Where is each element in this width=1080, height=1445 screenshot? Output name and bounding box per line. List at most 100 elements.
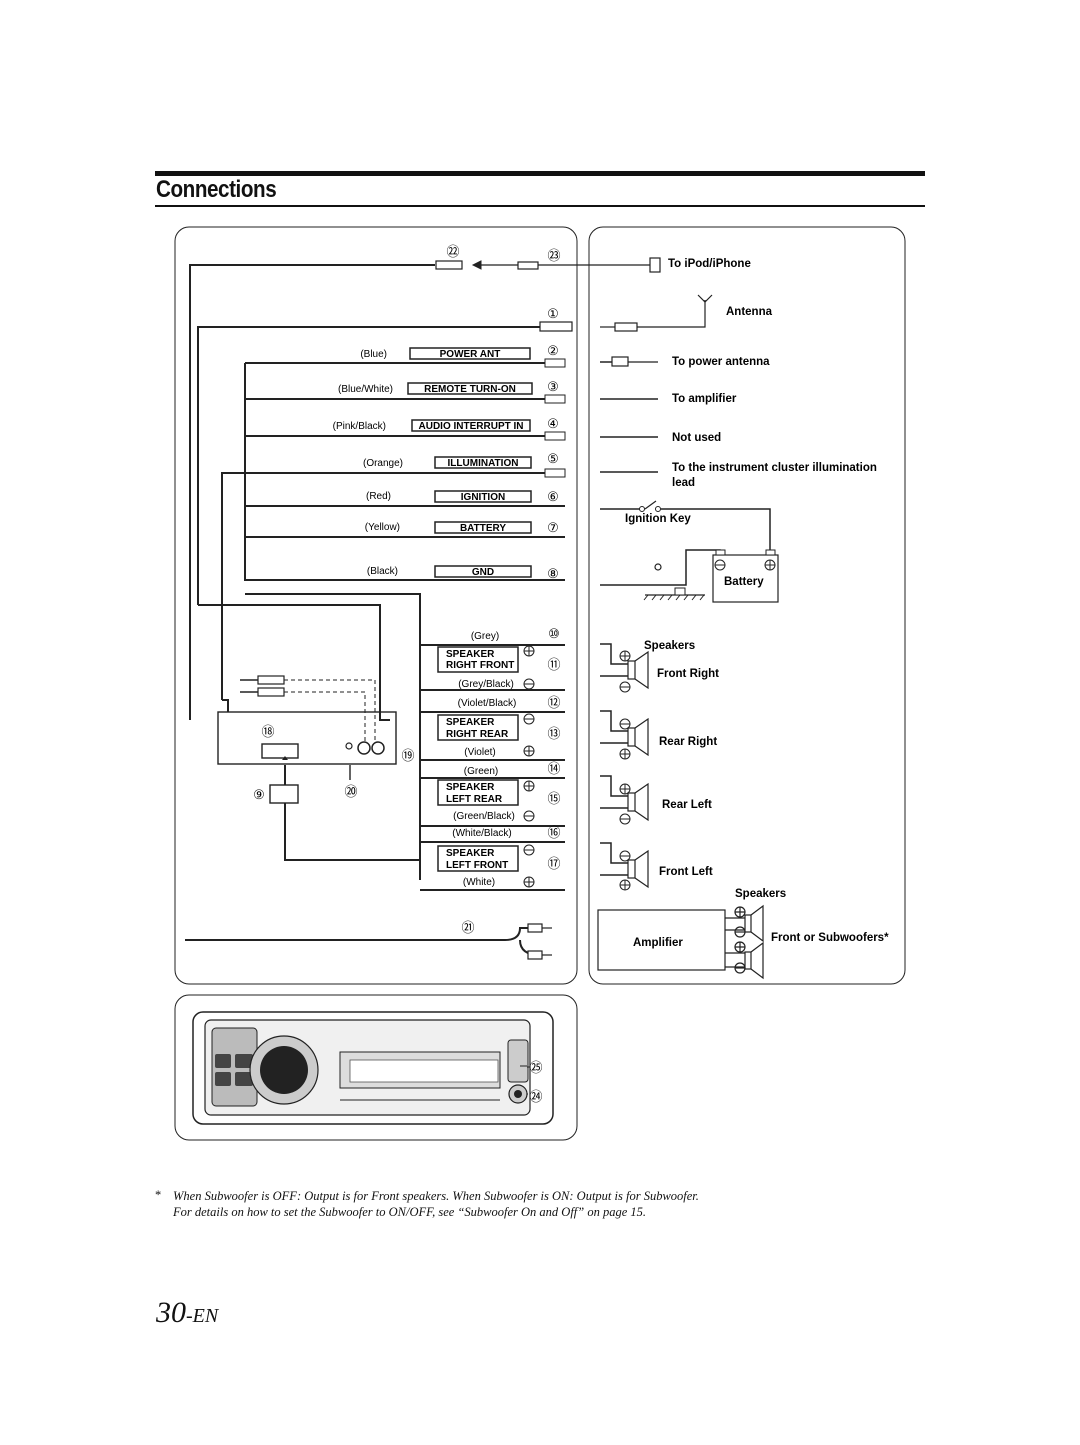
wire-function-label: ILLUMINATION bbox=[448, 458, 519, 469]
speaker-line2: RIGHT REAR bbox=[446, 729, 509, 740]
wire-function-label: BATTERY bbox=[460, 523, 506, 534]
rca-jack-right bbox=[371, 741, 385, 755]
callout-24: ㉔ bbox=[529, 1090, 542, 1105]
callout-22: ㉒ bbox=[446, 245, 459, 260]
terminal-icons bbox=[544, 358, 566, 478]
speaker-wire-color: (Grey/Black) bbox=[458, 679, 514, 690]
label-to-amplifier: To amplifier bbox=[672, 393, 737, 405]
speaker-icons bbox=[600, 643, 649, 889]
speaker-wire-color: (White/Black) bbox=[452, 828, 511, 839]
label-not-used: Not used bbox=[672, 432, 721, 444]
label-front-left: Front Left bbox=[659, 866, 713, 878]
ipod-plug bbox=[649, 257, 661, 273]
speaker-wire-color: (Grey) bbox=[471, 631, 499, 642]
right-polarity-symbols bbox=[619, 650, 631, 891]
speaker-line1: SPEAKER bbox=[446, 848, 495, 859]
head-unit-rear bbox=[217, 711, 397, 765]
antenna-jack bbox=[539, 321, 573, 332]
wire-color-label: (Blue) bbox=[360, 349, 387, 360]
wire-function-label: POWER ANT bbox=[440, 349, 501, 360]
wire-color-label: (Orange) bbox=[363, 458, 403, 469]
speaker-wire-color: (Violet) bbox=[464, 747, 496, 758]
label-speakers: Speakers bbox=[644, 640, 695, 652]
footnote-mark: * bbox=[155, 1188, 162, 1202]
callout-6: ⑥ bbox=[547, 490, 559, 505]
callout-1: ① bbox=[547, 307, 559, 322]
label-power-antenna: To power antenna bbox=[672, 356, 770, 368]
speaker-line1: SPEAKER bbox=[446, 649, 495, 660]
wire-color-label: (Pink/Black) bbox=[333, 421, 386, 432]
callout-16: ⑯ bbox=[547, 826, 560, 841]
usb-port[interactable] bbox=[507, 1039, 529, 1083]
remote-jack bbox=[345, 742, 353, 750]
label-amplifier: Amplifier bbox=[633, 937, 683, 949]
callout-9: ⑨ bbox=[253, 788, 265, 803]
wire-color-label: (Yellow) bbox=[365, 522, 400, 533]
amplifier-box bbox=[597, 909, 726, 971]
speaker-line1: SPEAKER bbox=[446, 782, 495, 793]
wire-function-label: REMOTE TURN-ON bbox=[424, 384, 516, 395]
label-front-or-sub: Front or Subwoofers* bbox=[771, 932, 889, 944]
callout-3: ③ bbox=[547, 380, 559, 395]
speaker-line2: LEFT FRONT bbox=[446, 860, 508, 871]
speaker-boxes bbox=[437, 646, 519, 872]
label-ipod: To iPod/iPhone bbox=[668, 258, 751, 270]
battery-icon bbox=[712, 554, 779, 603]
label-battery: Battery bbox=[724, 576, 764, 588]
page-number-suffix: -EN bbox=[186, 1305, 219, 1327]
callout-12: ⑫ bbox=[547, 696, 560, 711]
callout-2: ② bbox=[547, 344, 559, 359]
harness-bundle bbox=[244, 363, 565, 581]
speaker-wire-color: (Green/Black) bbox=[453, 811, 515, 822]
wire-function-label: GND bbox=[472, 567, 494, 578]
usb-cable bbox=[284, 765, 420, 861]
label-illumination-2: lead bbox=[672, 477, 695, 489]
front-panel-frame bbox=[174, 994, 578, 1141]
right-panel bbox=[588, 226, 906, 985]
callout-8: ⑧ bbox=[547, 567, 559, 582]
footnote-line-2: For details on how to set the Subwoofer … bbox=[173, 1205, 647, 1219]
callout-5: ⑤ bbox=[547, 452, 559, 467]
callout-4: ④ bbox=[547, 417, 559, 432]
left-panel bbox=[174, 226, 578, 985]
speaker-wire-color: (Violet/Black) bbox=[458, 698, 517, 709]
speaker-line1: SPEAKER bbox=[446, 717, 495, 728]
callout-20: ⑳ bbox=[344, 785, 357, 800]
wire-color-label: (Black) bbox=[367, 566, 398, 577]
title-rule-top bbox=[155, 171, 925, 176]
page-number: 30-EN bbox=[156, 1296, 218, 1330]
wire-function-label: AUDIO INTERRUPT IN bbox=[419, 421, 524, 432]
battery-terminals bbox=[714, 559, 776, 571]
ipod-port bbox=[261, 743, 299, 759]
illumination-wire bbox=[221, 472, 565, 700]
polarity-symbols bbox=[523, 645, 535, 888]
wire-color-label: (Blue/White) bbox=[338, 384, 393, 395]
wire-function-label: IGNITION bbox=[461, 492, 505, 503]
page-title: Connections bbox=[156, 176, 277, 203]
wire-function-boxes bbox=[407, 347, 533, 578]
speaker-wire-color: (White) bbox=[463, 877, 495, 888]
rca-jack-left bbox=[357, 741, 371, 755]
callout-10: ⑩ bbox=[548, 627, 560, 642]
callout-13: ⑬ bbox=[547, 727, 560, 742]
label-ignition-key: Ignition Key bbox=[625, 513, 691, 525]
wire-color-label: (Red) bbox=[366, 491, 391, 502]
head-unit-front bbox=[192, 1011, 554, 1125]
speaker-line2: RIGHT FRONT bbox=[446, 660, 514, 671]
ipod-cable bbox=[189, 264, 435, 720]
antenna-cable bbox=[197, 326, 540, 605]
screw-icon bbox=[654, 563, 662, 571]
label-antenna: Antenna bbox=[726, 306, 773, 318]
callout-7: ⑦ bbox=[547, 521, 559, 536]
callout-18: ⑱ bbox=[261, 725, 274, 740]
label-rear-left: Rear Left bbox=[662, 799, 712, 811]
label-illumination-1: To the instrument cluster illumination bbox=[672, 462, 877, 474]
label-front-right: Front Right bbox=[657, 668, 719, 680]
callout-11: ⑪ bbox=[547, 658, 560, 673]
speaker-line2: LEFT REAR bbox=[446, 794, 503, 805]
ipod-connector bbox=[435, 260, 463, 270]
label-speakers-2: Speakers bbox=[735, 888, 786, 900]
page-number-value: 30 bbox=[156, 1296, 186, 1329]
callout-25: ㉕ bbox=[529, 1061, 542, 1076]
